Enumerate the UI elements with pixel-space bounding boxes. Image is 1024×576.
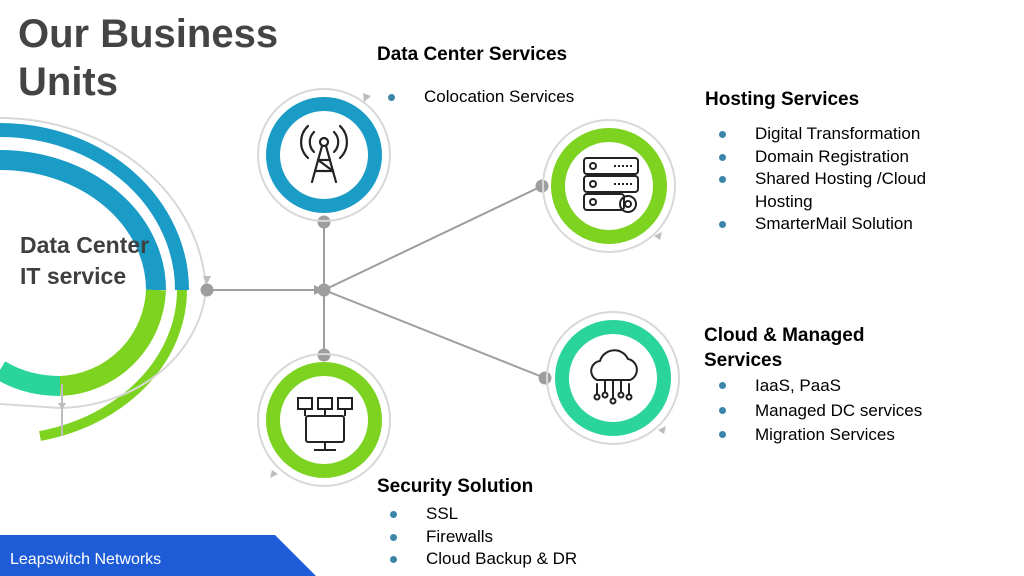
server-gear-icon xyxy=(583,157,639,213)
hosting-services-heading: Hosting Services xyxy=(705,89,860,110)
list-item: Managed DC services xyxy=(719,399,922,424)
hub-outer-gray-3 xyxy=(0,403,61,409)
list-item: SmarterMail Solution xyxy=(719,213,969,236)
connectors xyxy=(207,185,546,379)
footer-label: Leapswitch Networks xyxy=(10,551,162,568)
hub-arrow-1 xyxy=(203,276,211,284)
data-center-services-heading: Data Center Services xyxy=(377,44,568,65)
list-item: Firewalls xyxy=(390,526,577,549)
page-title: Our Business Units xyxy=(18,12,279,104)
list-item: Cloud Backup & DR xyxy=(390,548,577,571)
hub-outer-gray xyxy=(0,116,207,291)
hub-ring-green xyxy=(39,289,187,441)
data-center-services-list: Colocation Services xyxy=(388,86,574,109)
cloud-managed-services-list: IaaS, PaaS Managed DC services Migration… xyxy=(719,374,922,448)
footer-banner: Leapswitch Networks xyxy=(0,535,320,576)
cloud-network-icon xyxy=(590,349,638,405)
hub-inner-green xyxy=(59,289,166,396)
hub-inner-seagreen xyxy=(0,361,61,396)
list-item: IaaS, PaaS xyxy=(719,374,922,399)
security-solution-node xyxy=(257,353,391,487)
cloud-managed-services-node xyxy=(546,311,680,445)
transmission-tower-icon xyxy=(300,124,348,184)
list-item: Domain Registration xyxy=(719,146,969,169)
footer-shape xyxy=(0,535,316,576)
hub-arrow-2 xyxy=(58,403,66,410)
hub-ring-teal xyxy=(0,123,189,291)
list-item: Digital Transformation xyxy=(719,123,969,146)
connector-nodes xyxy=(200,179,552,385)
hub-outer-gray-2 xyxy=(59,289,207,409)
list-item: Shared Hosting /Cloud Hosting xyxy=(719,168,969,213)
list-item: Colocation Services xyxy=(388,86,574,109)
hosting-services-list: Digital Transformation Domain Registrati… xyxy=(719,123,969,236)
security-solution-heading: Security Solution xyxy=(377,476,534,497)
data-center-services-node xyxy=(257,88,391,222)
security-solution-list: SSL Firewalls Cloud Backup & DR xyxy=(390,503,577,571)
hub-rings xyxy=(0,116,211,441)
hosting-services-node xyxy=(542,119,676,253)
hub-inner-teal xyxy=(0,150,166,291)
cloud-managed-services-heading: Cloud & Managed Services xyxy=(704,325,865,371)
hub-label: Data Center IT service xyxy=(20,232,150,289)
monitor-network-icon xyxy=(297,397,353,451)
list-item: SSL xyxy=(390,503,577,526)
list-item: Migration Services xyxy=(719,423,922,448)
